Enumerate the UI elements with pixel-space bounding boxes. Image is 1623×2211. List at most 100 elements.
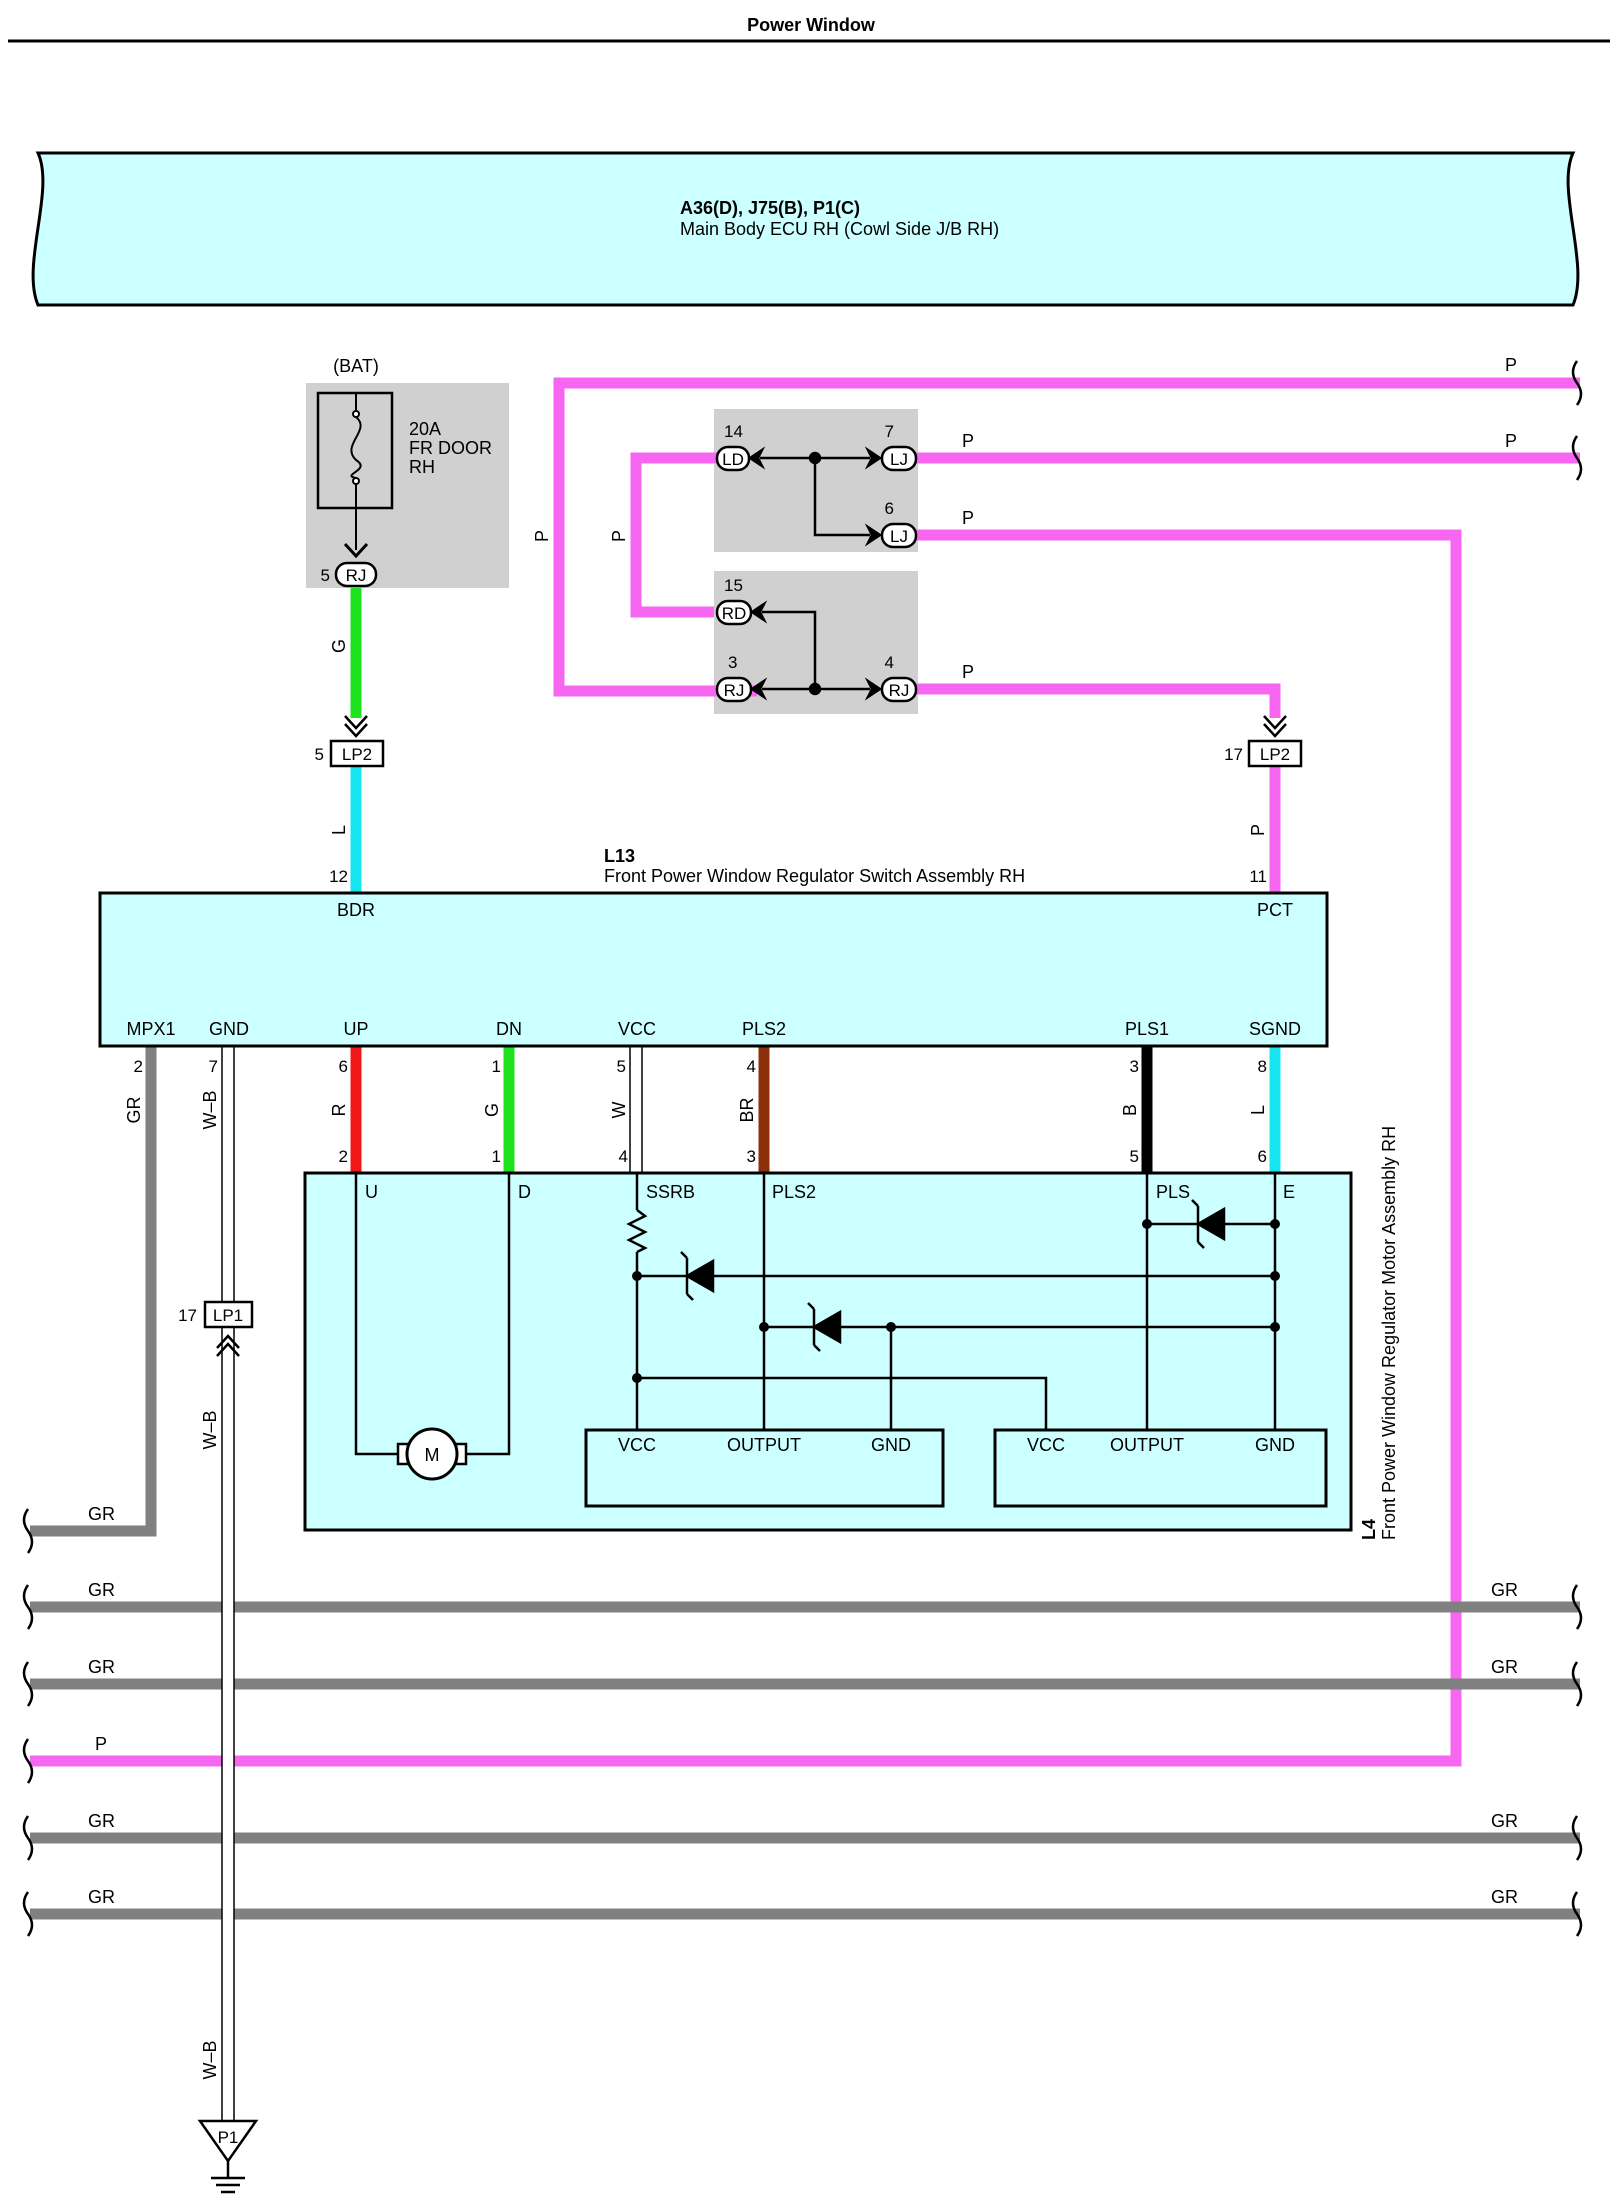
motor-internal-wiring — [354, 1173, 1277, 1456]
term-d: D — [518, 1182, 531, 1202]
pin-pct: 11 — [1249, 867, 1267, 886]
term-mpx1: MPX1 — [126, 1019, 175, 1039]
pin-e: 6 — [1258, 1147, 1267, 1166]
label-gr-vert: GR — [124, 1096, 144, 1123]
term-pct: PCT — [1257, 900, 1293, 920]
svg-text:RJ: RJ — [889, 681, 910, 700]
switch-box — [98, 891, 1329, 1048]
wire-w — [629, 1046, 643, 1173]
svg-text:M: M — [425, 1445, 440, 1465]
pin-mpx1: 2 — [134, 1057, 143, 1076]
term-ssrb: SSRB — [646, 1182, 695, 1202]
fuse-box-bg — [306, 383, 509, 588]
pin-lj6: 6 — [885, 499, 894, 518]
wire-p-top — [553, 377, 1580, 697]
lp1-arrow-icon — [216, 1334, 240, 1357]
wire-gr-mpx1 — [30, 1046, 157, 1537]
sensor-right-gnd: GND — [1255, 1435, 1295, 1455]
zener-diode-icon — [807, 1302, 842, 1352]
motor-label: L4 Front Power Window Regulator Motor As… — [1359, 1126, 1399, 1540]
label-w: W — [609, 1102, 629, 1119]
pin-ssrb: 4 — [619, 1147, 628, 1166]
label-gr-3-right: GR — [1491, 1811, 1518, 1831]
svg-text:P1: P1 — [218, 2128, 239, 2147]
sensor-left-vcc: VCC — [618, 1435, 656, 1455]
connector-rd: RD — [715, 599, 753, 626]
term-vcc: VCC — [618, 1019, 656, 1039]
pin-vcc: 5 — [617, 1057, 626, 1076]
term-e: E — [1283, 1182, 1295, 1202]
connector-rj-fuse: RJ — [334, 561, 378, 588]
term-u: U — [365, 1182, 378, 1202]
pin-bdr: 12 — [329, 867, 348, 886]
pin-up: 6 — [339, 1057, 348, 1076]
label-g-fuse: G — [329, 639, 349, 653]
label-g-dn: G — [482, 1103, 502, 1117]
label-p-bottom: P — [95, 1734, 107, 1754]
term-up: UP — [343, 1019, 368, 1039]
sensor-right-box — [993, 1428, 1328, 1508]
connector-lp2-left: LP2 — [329, 739, 385, 768]
connector-rj4: RJ — [880, 676, 918, 703]
page-title: Power Window — [747, 15, 876, 35]
fuse-icon — [350, 393, 362, 550]
label-wb-lower: W–B — [200, 2040, 220, 2079]
pin-pls2: 4 — [747, 1057, 756, 1076]
fuse-rating: 20A — [409, 419, 441, 439]
label-p-lj6: P — [962, 508, 974, 528]
label-gr-1-right: GR — [1491, 1580, 1518, 1600]
svg-text:L4: L4 — [1359, 1519, 1379, 1540]
pin-d: 1 — [492, 1147, 501, 1166]
wire-wb — [221, 1046, 235, 2121]
connector-lj6: LJ — [880, 522, 918, 549]
connector-lp1: LP1 — [203, 1300, 254, 1329]
junction-upper-wiring — [747, 446, 883, 547]
label-gr-4-right: GR — [1491, 1887, 1518, 1907]
sensor-right-vcc: VCC — [1027, 1435, 1065, 1455]
zener-diode-icon — [1191, 1199, 1226, 1249]
term-dn: DN — [496, 1019, 522, 1039]
label-r: R — [329, 1104, 349, 1117]
svg-text:RD: RD — [722, 604, 747, 623]
pin-lp2-left: 5 — [315, 745, 324, 764]
lp2-right-arrow-icon — [1263, 715, 1287, 738]
label-gr-1-left: GR — [88, 1580, 115, 1600]
pin-dn: 1 — [492, 1057, 501, 1076]
term-pls2b: PLS2 — [772, 1182, 816, 1202]
label-gr-4-left: GR — [88, 1887, 115, 1907]
label-gr-mpx1: GR — [88, 1504, 115, 1524]
ecu-codes: A36(D), J75(B), P1(C) — [680, 198, 860, 218]
label-p-pct: P — [1248, 824, 1268, 836]
pin-lp2-right: 17 — [1224, 745, 1243, 764]
break-marks — [22, 360, 1583, 1937]
sensor-left-box — [584, 1428, 945, 1508]
connector-rj3: RJ — [715, 676, 753, 703]
svg-text:LJ: LJ — [890, 450, 908, 469]
label-wb-middle: W–B — [200, 1410, 220, 1449]
wire-p-lj6 — [30, 529, 1462, 1767]
connector-lj7: LJ — [880, 445, 918, 472]
pin-pls: 5 — [1130, 1147, 1139, 1166]
svg-text:Front Power Window Regulator M: Front Power Window Regulator Motor Assem… — [1379, 1126, 1399, 1540]
label-p-rj4: P — [962, 662, 974, 682]
sensor-left-gnd: GND — [871, 1435, 911, 1455]
svg-text:LJ: LJ — [890, 527, 908, 546]
junction-lower-wiring — [749, 600, 883, 701]
pin-lj7: 7 — [885, 422, 894, 441]
ecu-name: Main Body ECU RH (Cowl Side J/B RH) — [680, 219, 999, 239]
svg-text:LP2: LP2 — [342, 745, 372, 764]
label-p-left-vert: P — [532, 530, 552, 542]
wire-p-ld-loop — [630, 452, 730, 618]
connector-lp2-right: LP2 — [1247, 739, 1303, 768]
label-l-bdr: L — [329, 825, 349, 835]
term-pls2: PLS2 — [742, 1019, 786, 1039]
fuse-source: (BAT) — [333, 356, 379, 376]
pin-rj4: 4 — [885, 653, 894, 672]
term-sgnd: SGND — [1249, 1019, 1301, 1039]
svg-text:LP2: LP2 — [1260, 745, 1290, 764]
svg-text:RJ: RJ — [724, 681, 745, 700]
label-p-ld-right: P — [1505, 431, 1517, 451]
label-br: BR — [737, 1097, 757, 1122]
pin-fuse-rj: 5 — [321, 566, 330, 585]
